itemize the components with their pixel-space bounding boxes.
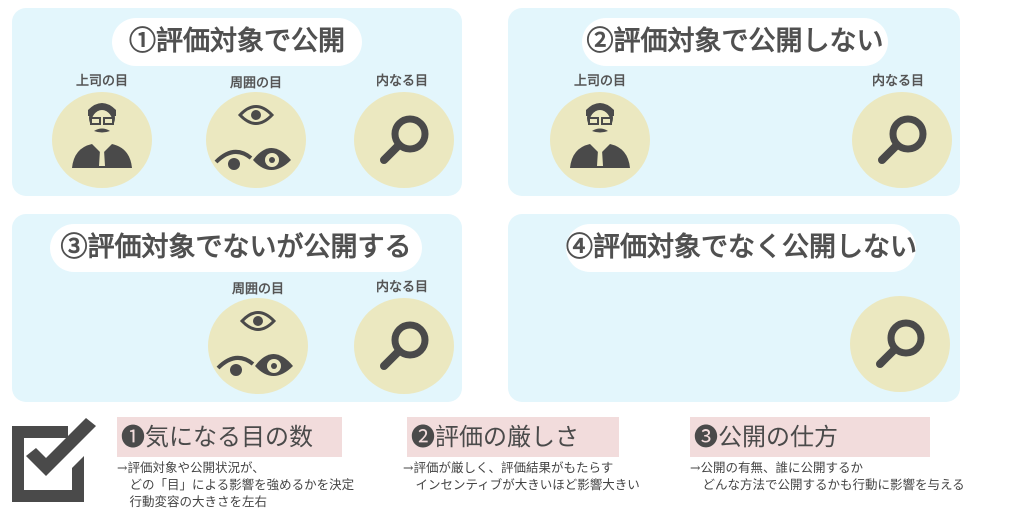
eyes-icon <box>206 92 306 188</box>
magnifier-icon <box>354 92 454 188</box>
inner-eye-label: 内なる目 <box>871 74 924 89</box>
boss-icon <box>550 92 650 188</box>
panel-2-title: ②評価対象で公開しない <box>582 18 888 66</box>
peer-eye-label: 周囲の目 <box>229 76 282 91</box>
inner-eye-label: 内なる目 <box>375 280 428 295</box>
magnifier-icon <box>354 298 454 394</box>
panel-1-title: ①評価対象で公開 <box>112 18 362 66</box>
panel-4-title: ④評価対象でなく公開しない <box>566 224 917 272</box>
eyes-icon <box>208 298 308 394</box>
panel-3-title: ③評価対象でないが公開する <box>50 224 422 272</box>
peer-eye-label: 周囲の目 <box>231 282 284 297</box>
boss-eye-label: 上司の目 <box>573 74 626 89</box>
factor-1-title: ❶気になる目の数 <box>117 417 342 457</box>
factor-3-title: ❸公開の仕方 <box>690 417 930 457</box>
factor-3-desc: →公開の有無、誰に公開するか どんな方法で公開するかも行動に影響を与える <box>690 460 965 492</box>
boss-icon <box>52 92 152 188</box>
factor-2-title: ❷評価の厳しさ <box>407 417 619 457</box>
checkbox-icon <box>8 412 100 508</box>
factor-2-desc: →評価が厳しく、評価結果がもたらす インセンティブが大きいほど影響大きい <box>403 460 640 492</box>
magnifier-icon <box>852 92 952 188</box>
factor-1-desc: →評価対象や公開状況が、 どの「目」による影響を強めるかを決定 行動変容の大きさ… <box>117 460 355 509</box>
boss-eye-label: 上司の目 <box>75 74 128 89</box>
magnifier-icon <box>850 296 950 392</box>
inner-eye-label: 内なる目 <box>375 74 428 89</box>
